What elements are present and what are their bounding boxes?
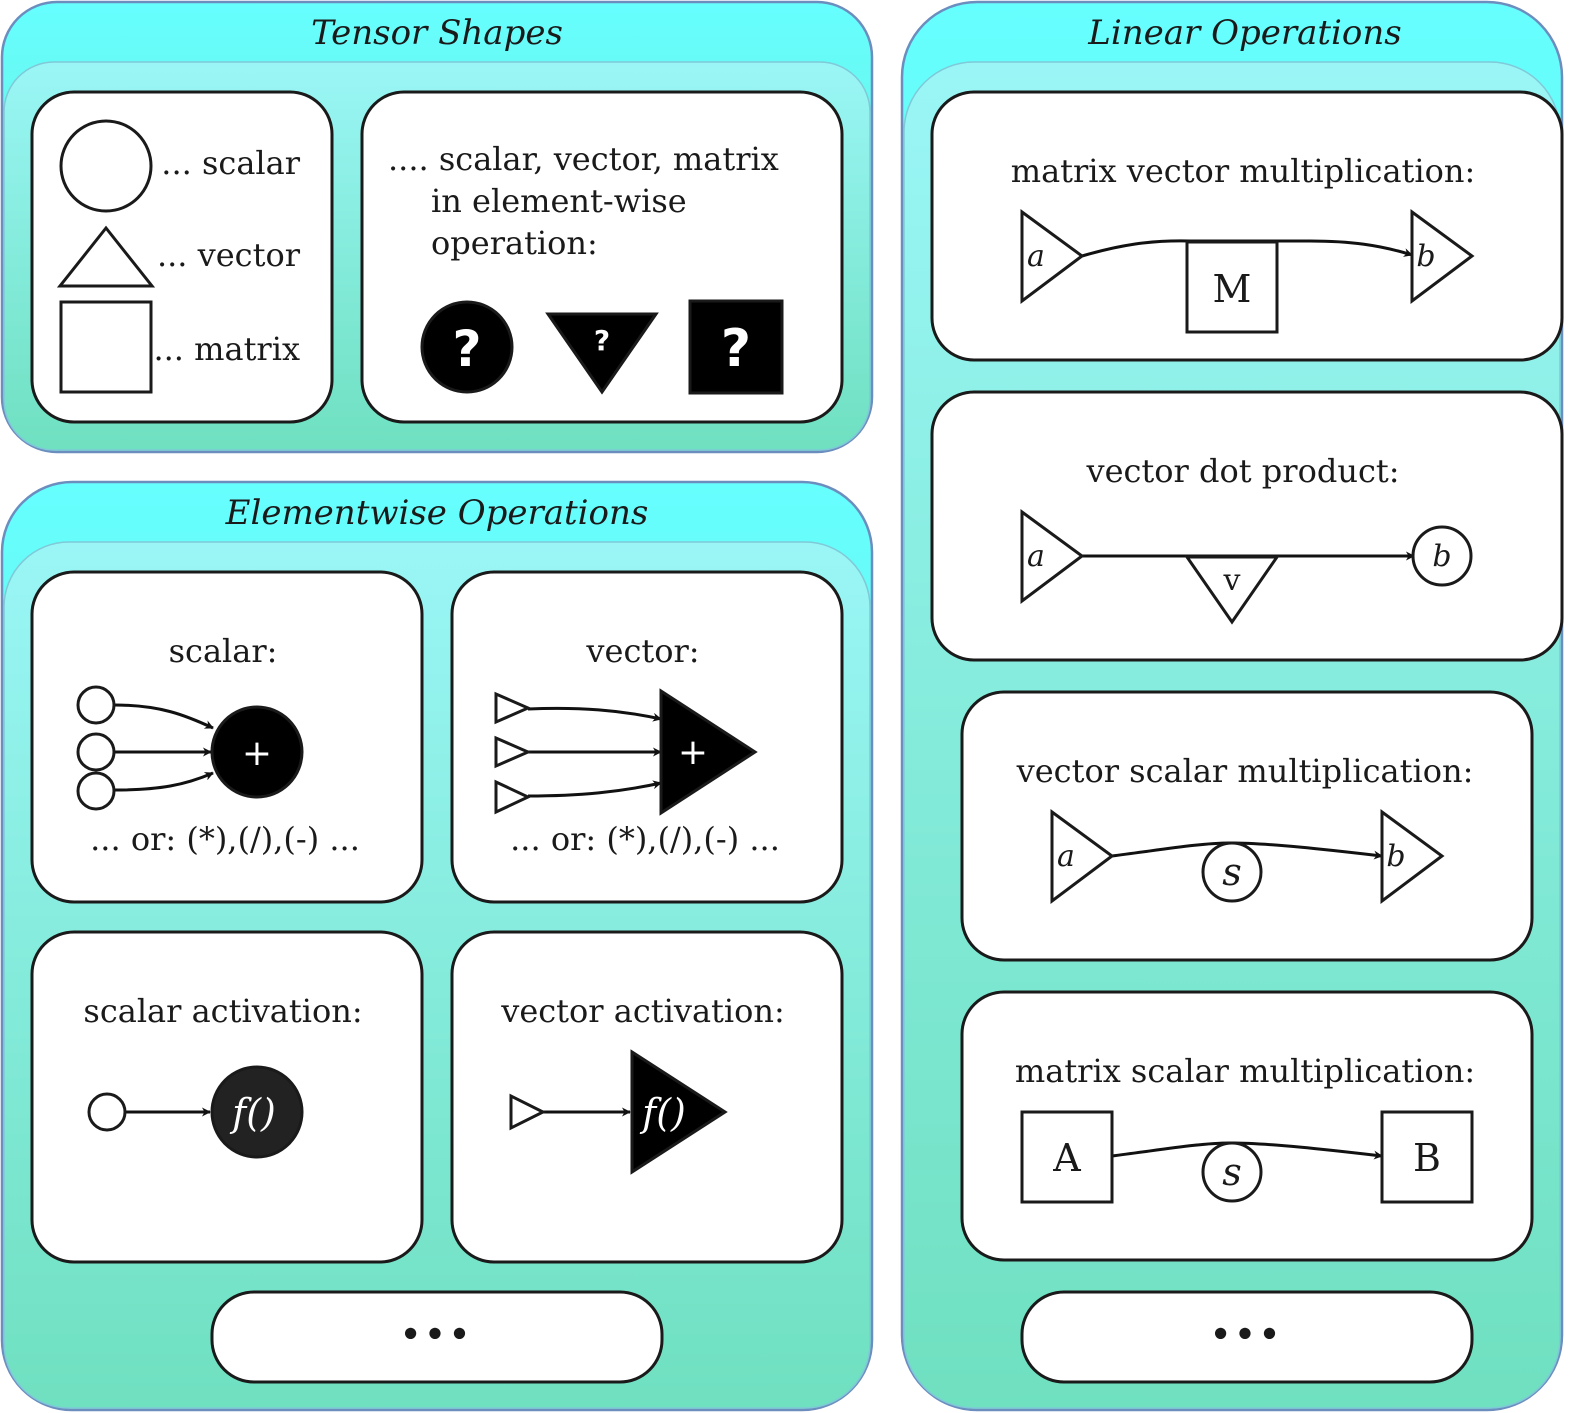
- matvec-input-vector: [1020, 209, 1085, 304]
- tensor-shapes-panel: Tensor Shapes ... scalar ... vector ... …: [0, 0, 874, 454]
- mat-scalar-operand-scalar: [1201, 1141, 1263, 1203]
- matvec-operand-label: M: [1213, 267, 1252, 311]
- vec-scalar-output-vector: [1380, 809, 1445, 904]
- vec-scalar-output-label: b: [1386, 839, 1405, 874]
- mat-scalar-title: matrix scalar multiplication:: [1015, 1052, 1475, 1090]
- vector-op-title: vector:: [585, 632, 699, 670]
- vec-scalar-input-vector: [1050, 809, 1115, 904]
- dot-output-scalar: [1411, 525, 1473, 587]
- elementwise-scalar-symbol: ?: [452, 320, 481, 378]
- vector-input-2: [494, 735, 532, 769]
- vector-op-edge-3: [527, 780, 662, 798]
- vec-scalar-title: vector scalar multiplication:: [1016, 752, 1474, 790]
- linear-more-pill: [1020, 1290, 1474, 1384]
- dot-output-label: b: [1432, 539, 1451, 574]
- matvec-output-label: b: [1416, 239, 1435, 274]
- scalar-label: ... scalar: [161, 144, 300, 182]
- elementwise-note-line-2: in element-wise: [431, 182, 687, 220]
- scalar-add-symbol: +: [242, 733, 272, 774]
- elementwise-vector-symbol: ?: [594, 324, 610, 357]
- elementwise-matrix-symbol: ?: [721, 319, 751, 379]
- vector-op-edge-1: [527, 706, 662, 722]
- vector-activation-symbol: f(): [639, 1091, 686, 1135]
- vector-input-3: [494, 779, 532, 815]
- elementwise-more-dots: •••: [400, 1315, 473, 1353]
- vector-activation-node: [630, 1049, 728, 1175]
- matvec-input-label: a: [1027, 239, 1045, 274]
- elementwise-operations-title: Elementwise Operations: [225, 493, 649, 533]
- matrix-label: ... matrix: [153, 330, 300, 368]
- elementwise-operations-panel: Elementwise Operations scalar: + ... or:…: [0, 480, 874, 1412]
- vector-activation-input: [509, 1093, 547, 1131]
- elementwise-vector-filled-icon: [545, 312, 659, 395]
- scalar-input-3: [76, 771, 116, 811]
- scalar-add-node: [210, 705, 304, 799]
- vector-input-1: [494, 691, 532, 725]
- scalar-activation-node: [210, 1065, 304, 1159]
- linear-operations-panel: Linear Operations matrix vector multipli…: [900, 0, 1564, 1412]
- dot-input-vector: [1020, 509, 1085, 604]
- dot-operand-vector: [1184, 555, 1280, 625]
- matvec-title: matrix vector multiplication:: [1011, 152, 1476, 190]
- scalar-activation-symbol: f(): [229, 1091, 276, 1135]
- scalar-op-edge-1: [113, 703, 214, 730]
- vec-scalar-operand-scalar: [1201, 841, 1263, 903]
- matrix-square-shape: [59, 300, 153, 394]
- scalar-op-or-note: ... or: (*),(/),(-) ...: [90, 820, 360, 858]
- linear-more-dots: •••: [1210, 1315, 1283, 1353]
- scalar-input-2: [76, 732, 116, 772]
- elementwise-note-line-3: operation:: [431, 224, 598, 262]
- elementwise-matrix-filled-icon: [688, 299, 784, 395]
- mat-scalar-input-label: A: [1052, 1136, 1081, 1180]
- vector-activation-title: vector activation:: [500, 992, 785, 1030]
- linear-operations-title: Linear Operations: [1087, 13, 1401, 53]
- dot-card: [930, 390, 1564, 662]
- mat-scalar-input-matrix: [1020, 1110, 1114, 1204]
- vector-label: ... vector: [157, 236, 301, 274]
- vec-scalar-operand-label: s: [1222, 850, 1242, 894]
- scalar-op-edge-3: [113, 771, 214, 792]
- dot-input-label: a: [1027, 539, 1045, 574]
- matvec-card: [930, 90, 1564, 362]
- scalar-circle-shape: [59, 119, 153, 213]
- vector-triangle-shape: [56, 225, 156, 288]
- scalar-activation-input: [87, 1092, 127, 1132]
- elementwise-more-pill: [210, 1290, 664, 1384]
- mat-scalar-output-matrix: [1380, 1110, 1474, 1204]
- dot-operand-label: v: [1223, 563, 1241, 598]
- mat-scalar-operand-label: s: [1222, 1150, 1242, 1194]
- vec-scalar-card: [960, 690, 1534, 962]
- vector-add-node: [659, 688, 758, 816]
- elementwise-note-line-1: .... scalar, vector, matrix: [388, 140, 779, 178]
- vector-add-symbol: +: [678, 732, 708, 773]
- matvec-operand-matrix: [1185, 240, 1279, 334]
- vector-op-or-note: ... or: (*),(/),(-) ...: [510, 820, 780, 858]
- scalar-op-title: scalar:: [169, 632, 278, 670]
- matvec-output-vector: [1410, 209, 1475, 304]
- vector-op-card: [450, 570, 844, 904]
- vec-scalar-input-label: a: [1057, 839, 1075, 874]
- mat-scalar-output-label: B: [1413, 1136, 1441, 1180]
- tensor-shapes-title: Tensor Shapes: [311, 13, 563, 53]
- dot-title: vector dot product:: [1085, 452, 1399, 490]
- scalar-input-1: [76, 685, 116, 725]
- elementwise-scalar-filled-icon: [420, 300, 514, 394]
- scalar-activation-title: scalar activation:: [83, 992, 362, 1030]
